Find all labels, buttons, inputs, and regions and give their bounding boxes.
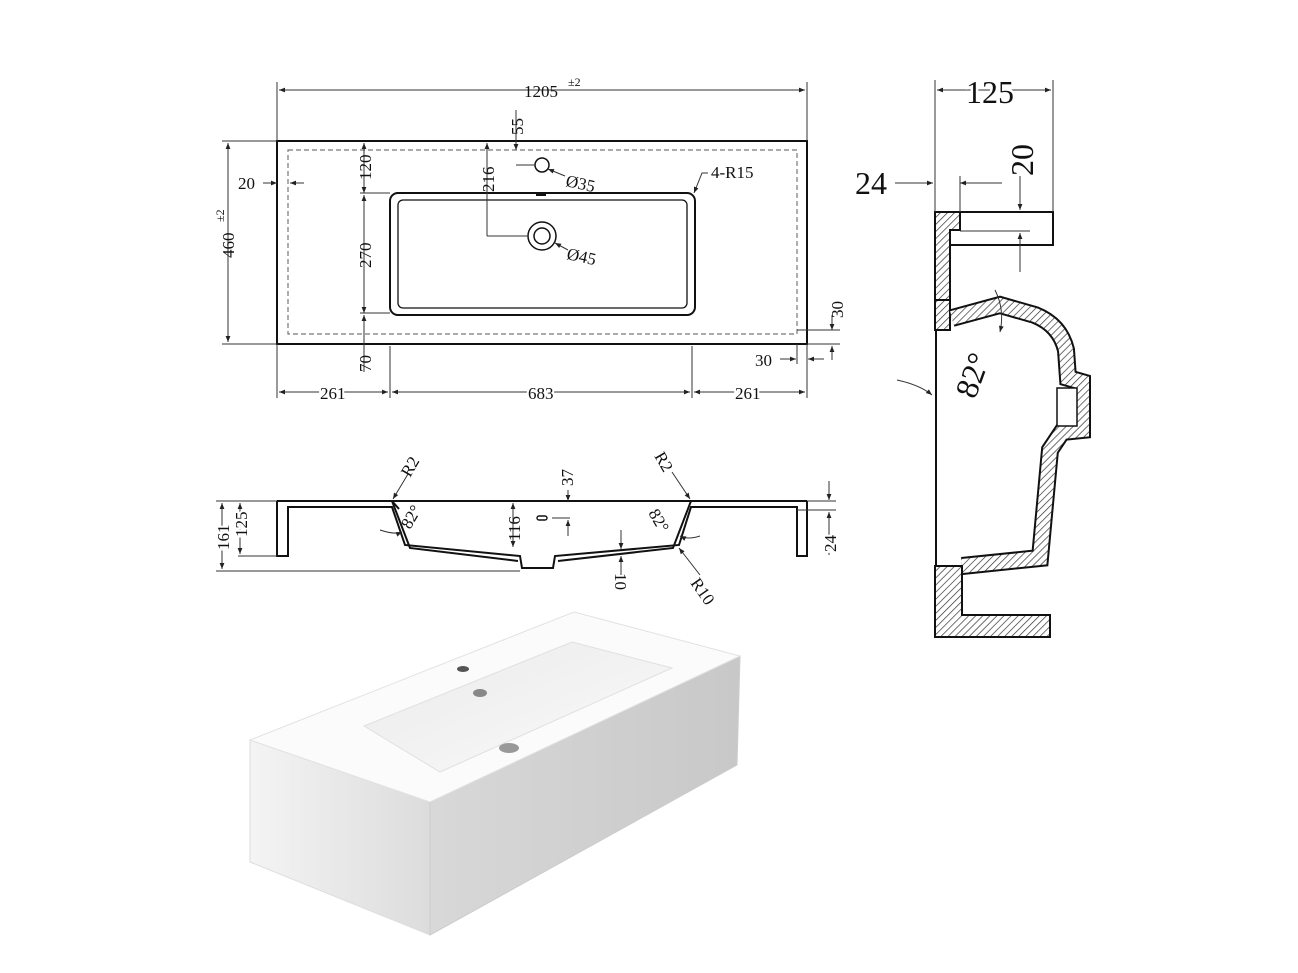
overflow-slot-front xyxy=(536,515,548,521)
dim-bowl-depth: 116 xyxy=(505,516,524,541)
dim-side-rim-offset: 24 xyxy=(855,165,887,201)
dim-front-to-basin: 70 xyxy=(356,355,375,372)
dim-basin-depth: 270 xyxy=(356,243,375,269)
top-view: 1205 ±2 460 ±2 55 120 216 20 Ø35 4-R15 2… xyxy=(213,75,847,405)
dim-side-angle: 82° xyxy=(948,348,997,402)
inner-dashed-outline xyxy=(287,149,798,335)
dim-corner-radius: 4-R15 xyxy=(711,163,754,182)
bowl-outer-right xyxy=(557,500,692,562)
render-tap-hole xyxy=(457,666,469,672)
side-wall-hatch xyxy=(950,297,1089,573)
side-section: 125 24 20 82° xyxy=(855,72,1091,638)
side-overflow xyxy=(1056,387,1078,427)
dim-basin-width: 683 xyxy=(528,384,554,403)
dim-right-margin: 261 xyxy=(735,384,761,403)
dim-edge-to-basin: 120 xyxy=(356,155,375,181)
render-basin-recess xyxy=(362,641,674,773)
dim-side-height: 125 xyxy=(966,74,1014,110)
dim-angle-right-label: 82° xyxy=(645,506,673,536)
dim-depth-tolerance: ±2 xyxy=(213,209,227,222)
dim-radius-left: R2 xyxy=(397,453,423,480)
bowl-outer-left xyxy=(391,500,519,562)
dim-overflow-offset: 37 xyxy=(558,469,577,487)
dim-side-overflow-gap: 20 xyxy=(1004,144,1040,176)
dim-overall-width: 1205 xyxy=(524,82,558,101)
basin-3d-render xyxy=(248,611,742,936)
dim-radius-right: R2 xyxy=(651,449,677,476)
side-foot-hatch xyxy=(934,565,1051,638)
dim-bottom-radius: R10 xyxy=(687,574,719,608)
side-rim-hatch xyxy=(934,211,961,301)
dim-bottom-thickness: 10 xyxy=(611,573,630,590)
front-section: R2 R2 37 82° 82° 82° 116 161 125 24 10 R… xyxy=(212,449,842,609)
render-overflow xyxy=(473,689,487,697)
dim-rim-thickness: 24 xyxy=(821,535,840,553)
drain-inner xyxy=(533,227,551,245)
render-drain xyxy=(499,743,519,753)
section-inner xyxy=(276,501,808,569)
dim-total-height: 161 xyxy=(214,525,233,551)
basin-inner-outline xyxy=(397,199,688,309)
dim-inner-offset-left: 20 xyxy=(238,174,255,193)
dim-width-tolerance: ±2 xyxy=(568,75,581,89)
dim-tap-to-drain: 216 xyxy=(479,167,498,193)
dim-inner-offset-right-h: 30 xyxy=(755,351,772,370)
dim-inner-offset-right-v: 30 xyxy=(828,301,847,318)
dim-body-height: 125 xyxy=(232,512,251,538)
dim-tap-offset: 55 xyxy=(508,118,527,135)
dim-overall-depth: 460 xyxy=(219,233,238,259)
dim-left-margin: 261 xyxy=(320,384,346,403)
overflow-slot xyxy=(536,193,546,196)
